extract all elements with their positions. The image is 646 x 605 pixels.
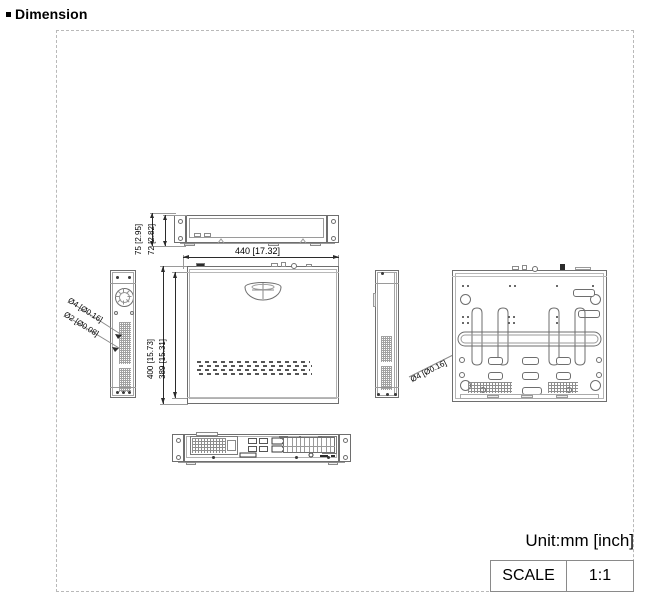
- drawing-frame: [56, 30, 634, 592]
- terminal-cell: [301, 438, 306, 452]
- terminal-cell: [284, 438, 289, 452]
- terminal-cell: [310, 438, 314, 452]
- terminal-cell: [318, 438, 323, 452]
- page-title: Dimension: [6, 7, 87, 21]
- terminal-cell: [305, 438, 310, 452]
- terminal-cell: [297, 438, 301, 452]
- terminal-cell: [322, 438, 327, 452]
- page-title-label: Dimension: [15, 6, 88, 22]
- terminal-cell: [331, 438, 334, 452]
- scale-value: 1:1: [588, 567, 612, 584]
- unit-label: Unit:mm [inch]: [525, 531, 634, 550]
- scale-table: SCALE 1:1: [490, 560, 634, 592]
- terminal-cell: [327, 438, 331, 452]
- terminal-cell: [288, 438, 293, 452]
- square-bullet-icon: [6, 12, 11, 17]
- scale-label: SCALE: [491, 561, 567, 591]
- terminal-cell: [293, 438, 297, 452]
- terminal-cell: [314, 438, 318, 452]
- dimension-width-overall: 440 [17.32]: [235, 246, 281, 256]
